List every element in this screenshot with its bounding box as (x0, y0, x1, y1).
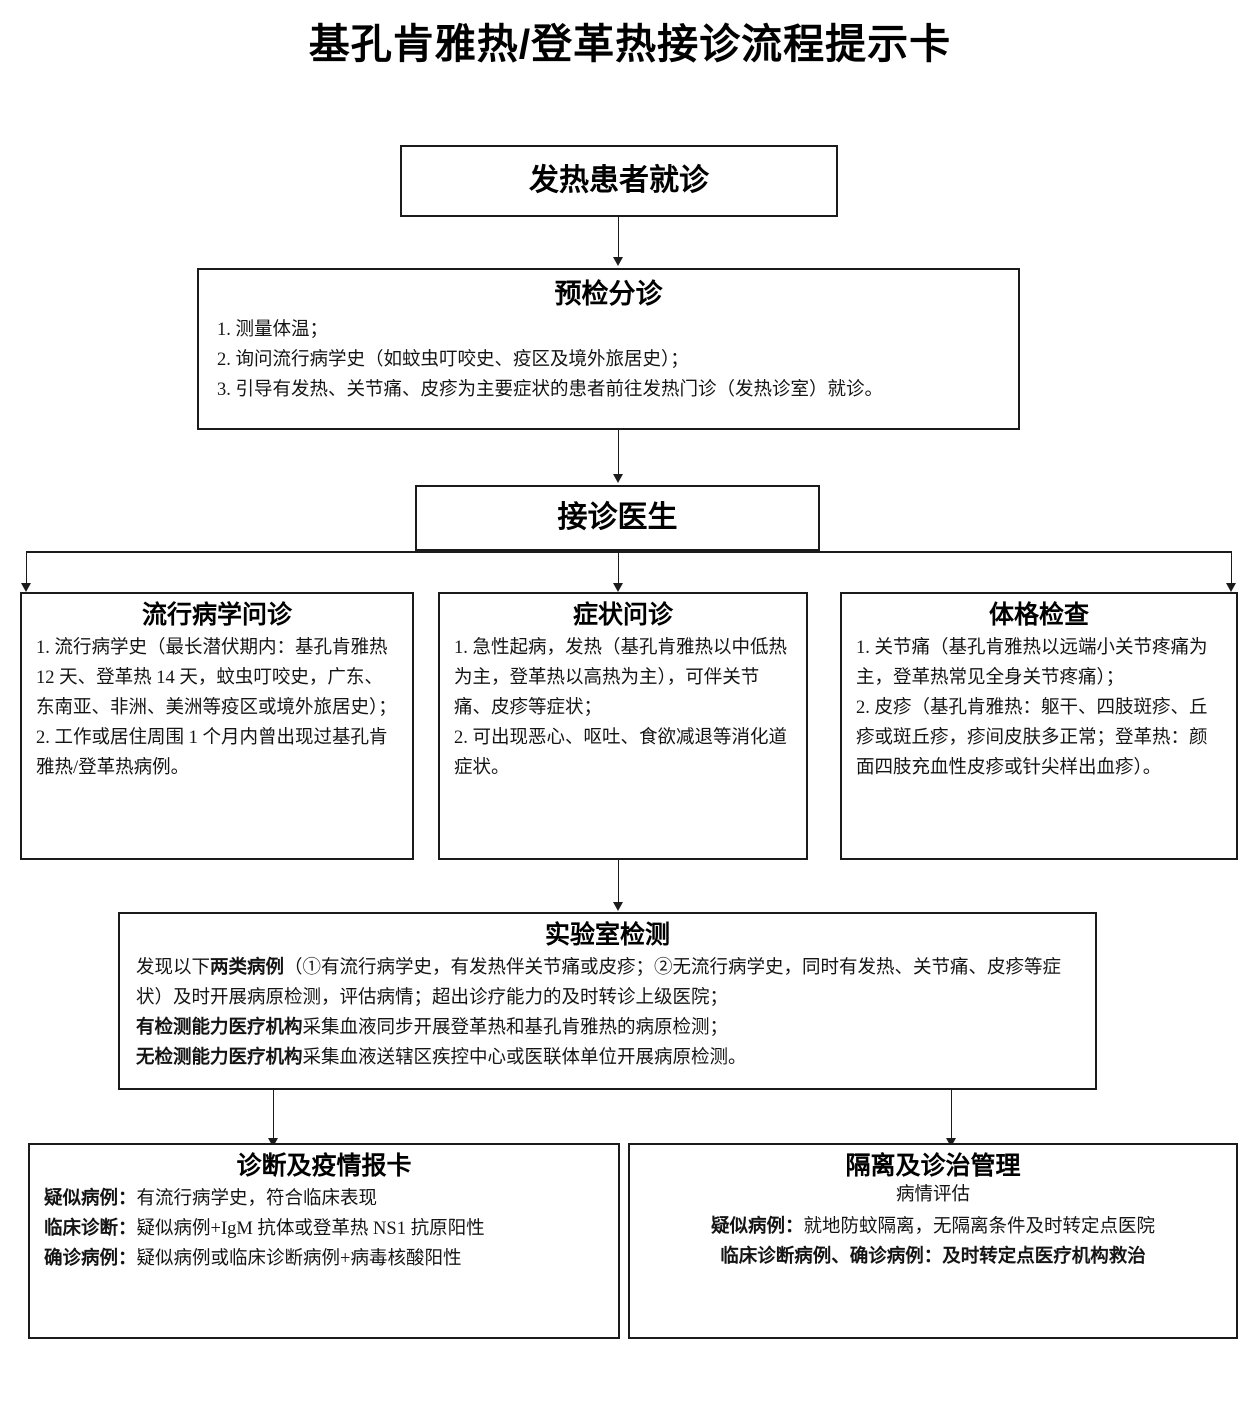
node-isolation-subtitle: 病情评估 (895, 1185, 970, 1205)
node-symptom-inquiry-body: 1. 急性起病，发热（基孔肯雅热以中低热为主，登革热以高热为主），可伴关节痛、皮… (440, 630, 806, 784)
connector-doctor-to-symptom (618, 551, 619, 585)
epi-line-2: 2. 工作或居住周围 1 个月内曾出现过基孔肯雅热/登革热病例。 (36, 727, 388, 778)
node-fever-patient-visit: 发热患者就诊 (400, 145, 838, 217)
connector-lab-to-report (273, 1090, 274, 1140)
physical-line-2: 2. 皮疹（基孔肯雅热：躯干、四肢斑疹、丘疹或斑丘疹，疹间皮肤多正常；登革热：颜… (856, 697, 1208, 778)
symptom-line-1: 1. 急性起病，发热（基孔肯雅热以中低热为主，登革热以高热为主），可伴关节痛、皮… (454, 638, 788, 718)
node-isolation-and-treatment-management-title: 隔离及诊治管理 (845, 1152, 1021, 1180)
connector-doctor-to-physical (1231, 551, 1232, 585)
isolation-row-1-value: 就地防蚊隔离，无隔离条件及时转定点医院 (803, 1216, 1156, 1237)
connector-doctor-to-epi (26, 551, 27, 585)
arrowhead-patient-to-triage (613, 257, 623, 266)
node-symptom-inquiry-title: 症状问诊 (572, 601, 673, 629)
node-attending-doctor: 接诊医生 (415, 485, 820, 551)
physical-line-1: 1. 关节痛（基孔肯雅热以远端小关节疼痛为主，登革热常见全身关节疼痛）； (856, 638, 1208, 688)
lab-p1-post: （①有流行病学史，有发热伴关节痛或皮疹；②无流行病学史，同时有发热、关节痛、皮疹… (136, 958, 1062, 1008)
lab-paragraph-3: 无检测能力医疗机构采集血液送辖区疾控中心或医联体单位开展病原检测。 (136, 1044, 1081, 1074)
pre-triage-line-1: 1. 测量体温； (217, 320, 329, 341)
report-row-3: 确诊病例：疑似病例或临床诊断病例+病毒核酸阳性 (44, 1245, 608, 1275)
lab-paragraph-1: 发现以下两类病例（①有流行病学史，有发热伴关节痛或皮疹；②无流行病学史，同时有发… (136, 954, 1081, 1014)
arrowhead-symptom-to-lab (613, 902, 623, 911)
report-row-2: 临床诊断：疑似病例+IgM 抗体或登革热 NS1 抗原阳性 (44, 1215, 608, 1245)
node-diagnosis-and-report-card: 诊断及疫情报卡 疑似病例：有流行病学史，符合临床表现 临床诊断：疑似病例+IgM… (28, 1143, 620, 1339)
node-physical-examination-title: 体格检查 (988, 601, 1089, 629)
report-row-3-value: 疑似病例或临床诊断病例+病毒核酸阳性 (136, 1248, 462, 1269)
isolation-row-2: 临床诊断病例、确诊病例：及时转定点医疗机构救治 (720, 1246, 1146, 1267)
node-attending-doctor-title: 接诊医生 (557, 501, 678, 534)
node-fever-patient-visit-title: 发热患者就诊 (529, 164, 709, 197)
arrowhead-triage-to-doctor (613, 474, 623, 483)
node-physical-examination-body: 1. 关节痛（基孔肯雅热以远端小关节疼痛为主，登革热常见全身关节疼痛）； 2. … (842, 630, 1236, 784)
lab-p1-bold: 两类病例 (210, 958, 285, 978)
node-symptom-inquiry: 症状问诊 1. 急性起病，发热（基孔肯雅热以中低热为主，登革热以高热为主），可伴… (438, 592, 808, 860)
node-diagnosis-and-report-card-title: 诊断及疫情报卡 (236, 1152, 412, 1180)
report-row-1-label: 疑似病例： (44, 1189, 137, 1209)
connector-lab-to-isolation (951, 1090, 952, 1140)
node-pre-triage-title: 预检分诊 (554, 279, 663, 309)
arrowhead-doctor-to-physical (1226, 583, 1236, 592)
lab-paragraph-2: 有检测能力医疗机构采集血液同步开展登革热和基孔肯雅热的病原检测； (136, 1014, 1081, 1044)
node-physical-examination: 体格检查 1. 关节痛（基孔肯雅热以远端小关节疼痛为主，登革热常见全身关节疼痛）… (840, 592, 1238, 860)
report-row-2-value: 疑似病例+IgM 抗体或登革热 NS1 抗原阳性 (136, 1218, 485, 1239)
report-row-1: 疑似病例：有流行病学史，符合临床表现 (44, 1185, 608, 1215)
report-row-2-label: 临床诊断： (44, 1218, 137, 1239)
connector-patient-to-triage (618, 217, 619, 259)
node-isolation-body: 疑似病例：就地防蚊隔离，无隔离条件及时转定点医院 临床诊断病例、确诊病例：及时转… (630, 1211, 1236, 1273)
isolation-row-1: 疑似病例：就地防蚊隔离，无隔离条件及时转定点医院 (640, 1213, 1226, 1243)
node-isolation-and-treatment-management: 隔离及诊治管理 病情评估 疑似病例：就地防蚊隔离，无隔离条件及时转定点医院 临床… (628, 1143, 1238, 1339)
node-epidemiological-inquiry-body: 1. 流行病学史（最长潜伏期内：基孔肯雅热 12 天、登革热 14 天，蚊虫叮咬… (22, 630, 412, 784)
lab-p2-bold: 有检测能力医疗机构 (136, 1017, 303, 1038)
connector-doctor-fanout-bus (26, 551, 1232, 553)
node-pre-triage: 预检分诊 1. 测量体温； 2. 询问流行病学史（如蚊虫叮咬史、疫区及境外旅居史… (197, 268, 1020, 430)
pre-triage-line-3: 3. 引导有发热、关节痛、皮疹为主要症状的患者前往发热门诊（发热诊室）就诊。 (217, 380, 884, 401)
connector-triage-to-doctor (618, 430, 619, 476)
arrowhead-lab-to-isolation (946, 1138, 956, 1147)
report-row-1-value: 有流行病学史，符合临床表现 (136, 1189, 378, 1209)
lab-p2-post: 采集血液同步开展登革热和基孔肯雅热的病原检测； (302, 1017, 729, 1038)
epi-line-1: 1. 流行病学史（最长潜伏期内：基孔肯雅热 12 天、登革热 14 天，蚊虫叮咬… (36, 638, 397, 718)
arrowhead-lab-to-report (268, 1138, 278, 1147)
pre-triage-line-2: 2. 询问流行病学史（如蚊虫叮咬史、疫区及境外旅居史）； (217, 350, 689, 371)
report-row-3-label: 确诊病例： (44, 1248, 137, 1269)
arrowhead-doctor-to-epi (21, 583, 31, 592)
node-laboratory-testing-title: 实验室检测 (544, 921, 670, 949)
lab-p3-post: 采集血液送辖区疾控中心或医联体单位开展病原检测。 (302, 1047, 747, 1068)
node-laboratory-testing: 实验室检测 发现以下两类病例（①有流行病学史，有发热伴关节痛或皮疹；②无流行病学… (118, 912, 1097, 1090)
node-epidemiological-inquiry: 流行病学问诊 1. 流行病学史（最长潜伏期内：基孔肯雅热 12 天、登革热 14… (20, 592, 414, 860)
symptom-line-2: 2. 可出现恶心、呕吐、食欲减退等消化道症状。 (454, 727, 788, 778)
arrowhead-doctor-to-symptom (613, 583, 623, 592)
node-epidemiological-inquiry-title: 流行病学问诊 (141, 601, 292, 629)
lab-p3-bold: 无检测能力医疗机构 (136, 1047, 303, 1068)
lab-p1-pre: 发现以下 (136, 958, 211, 978)
node-diagnosis-and-report-card-body: 疑似病例：有流行病学史，符合临床表现 临床诊断：疑似病例+IgM 抗体或登革热 … (30, 1181, 618, 1275)
page-title: 基孔肯雅热/登革热接诊流程提示卡 (308, 21, 952, 67)
node-laboratory-testing-body: 发现以下两类病例（①有流行病学史，有发热伴关节痛或皮疹；②无流行病学史，同时有发… (120, 950, 1095, 1074)
connector-symptom-to-lab (618, 860, 619, 904)
node-pre-triage-body: 1. 测量体温； 2. 询问流行病学史（如蚊虫叮咬史、疫区及境外旅居史）； 3.… (199, 310, 1018, 406)
isolation-row-1-label: 疑似病例： (710, 1216, 804, 1237)
